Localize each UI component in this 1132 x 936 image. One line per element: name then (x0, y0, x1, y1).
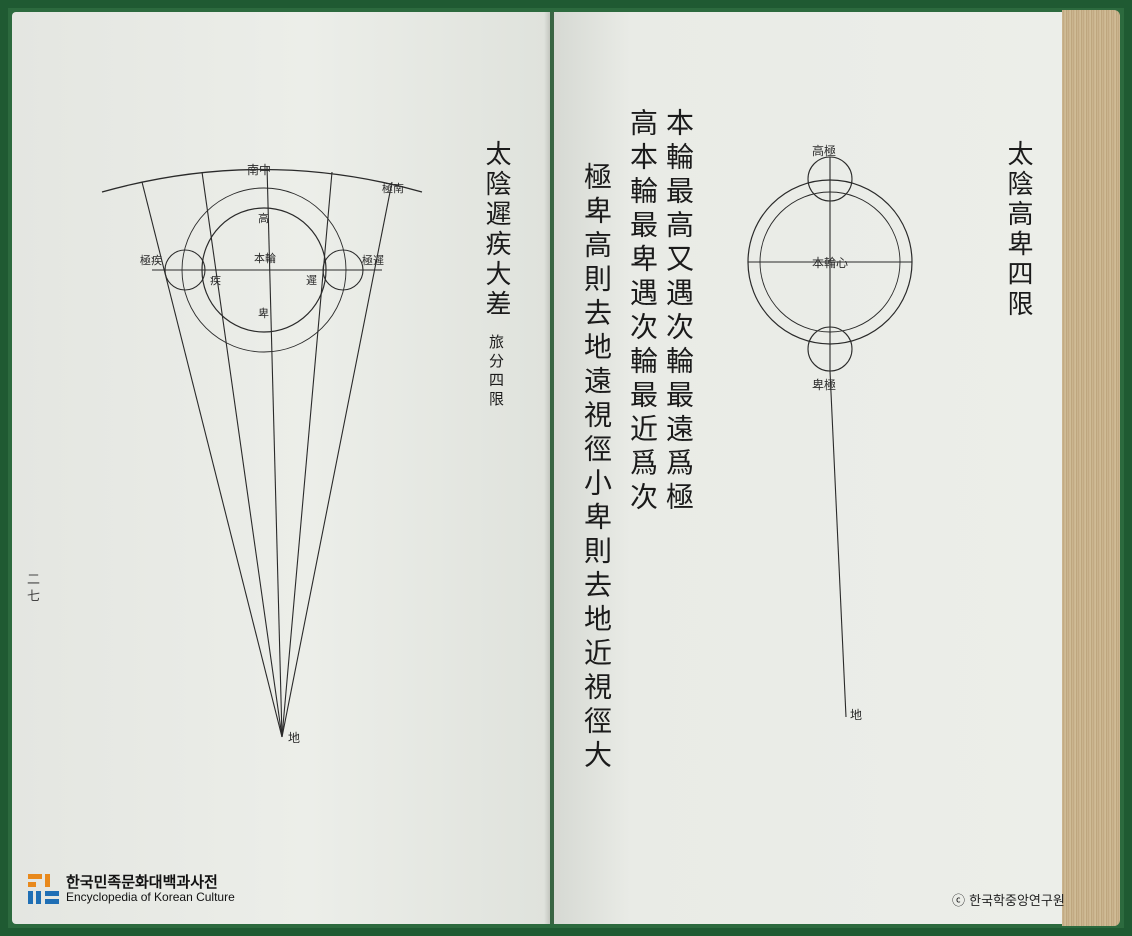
label-high-pole: 高極 (812, 143, 836, 158)
label-top-arc-right: 極南 (382, 181, 404, 195)
label-inner-top: 高 (258, 211, 269, 225)
logo-korean: 한국민족문화대백과사전 (66, 872, 218, 891)
label-inner-bottom: 卑 (258, 306, 269, 320)
label-inner-right: 遲 (306, 274, 317, 287)
lunar-height-diagram: 高極 本輪心 卑極 地 (747, 143, 913, 722)
ekc-logo-icon (28, 874, 59, 904)
page-edges (1062, 10, 1120, 926)
left-page-title: 太陰遲疾大差 (481, 140, 511, 320)
label-low-pole: 卑極 (812, 377, 836, 392)
book-spread: ​ 南中 極南 極疾 極遲 疾 遲 本輪 高 (8, 8, 1124, 928)
right-page: 本輪最高又遇次輪最遠爲極 高本輪最卑遇次輪最近爲次 極卑高則去地遠視徑小卑則去地… (554, 12, 1062, 924)
label-earth: 地 (288, 731, 300, 745)
body-column-2: 高本輪最卑遇次輪最近爲次 (626, 108, 659, 516)
label-earth-right: 地 (850, 708, 862, 722)
label-center: 本輪 (254, 251, 276, 265)
copyright-credit: ⓒ 한국학중앙연구원 (952, 894, 1065, 909)
label-inner-left: 疾 (210, 273, 221, 287)
label-top-arc-center: 南中 (247, 162, 271, 177)
body-column-1: 本輪最高又遇次輪最遠爲極 (662, 108, 695, 516)
left-page-number: 二七 (24, 572, 39, 606)
encyclopedia-logo: 한국민족문화대백과사전 Encyclopedia of Korean Cultu… (28, 874, 235, 904)
left-page-subtitle: 旅分四限 (487, 334, 505, 410)
label-right-small-circle: 極遲 (362, 253, 384, 267)
label-left-small-circle: 極疾 (140, 253, 162, 267)
right-page-title: 太陰高卑四限 (1003, 140, 1033, 320)
label-deferent-center: 本輪心 (812, 255, 848, 270)
body-column-3: 極卑高則去地遠視徑小卑則去地近視徑大 (580, 162, 613, 774)
logo-english: Encyclopedia of Korean Culture (66, 889, 235, 904)
lunar-speed-diagram: 南中 極南 極疾 極遲 疾 遲 本輪 高 卑 地 (101, 162, 423, 745)
left-page: ​ 南中 極南 極疾 極遲 疾 遲 本輪 高 (12, 12, 550, 924)
